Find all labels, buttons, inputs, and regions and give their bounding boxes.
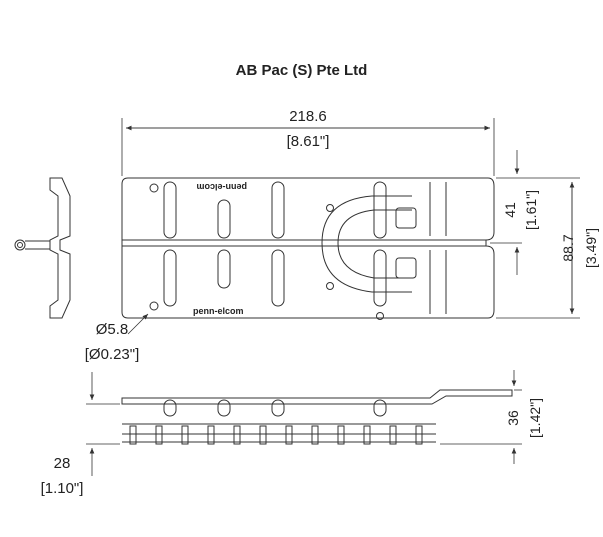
width-in-label: [3.49"] [583,228,599,268]
plate-front-view [121,389,513,445]
hole-mm-label: Ø5.8 [96,321,129,338]
height-upper-mm-label: 41 [502,202,518,218]
plate-top-view [121,177,495,320]
plate-side-view-left [14,177,71,319]
base-height-in-label: [1.10"] [41,480,84,497]
logo-text-lower: penn-elcom [193,306,244,316]
dimension-lines [86,118,580,476]
height-upper-in-label: [1.61"] [523,190,539,230]
length-in-label: [8.61"] [287,133,330,150]
logo-text-upper: penn-elcom [196,182,247,192]
width-mm-label: 88.7 [560,234,576,261]
base-height-mm-label: 28 [54,455,71,472]
hole-in-label: [Ø0.23"] [85,346,140,363]
page-title: AB Pac (S) Pte Ltd [235,62,368,79]
side-height-mm-label: 36 [505,410,521,426]
side-height-in-label: [1.42"] [527,398,543,438]
length-mm-label: 218.6 [289,108,327,125]
